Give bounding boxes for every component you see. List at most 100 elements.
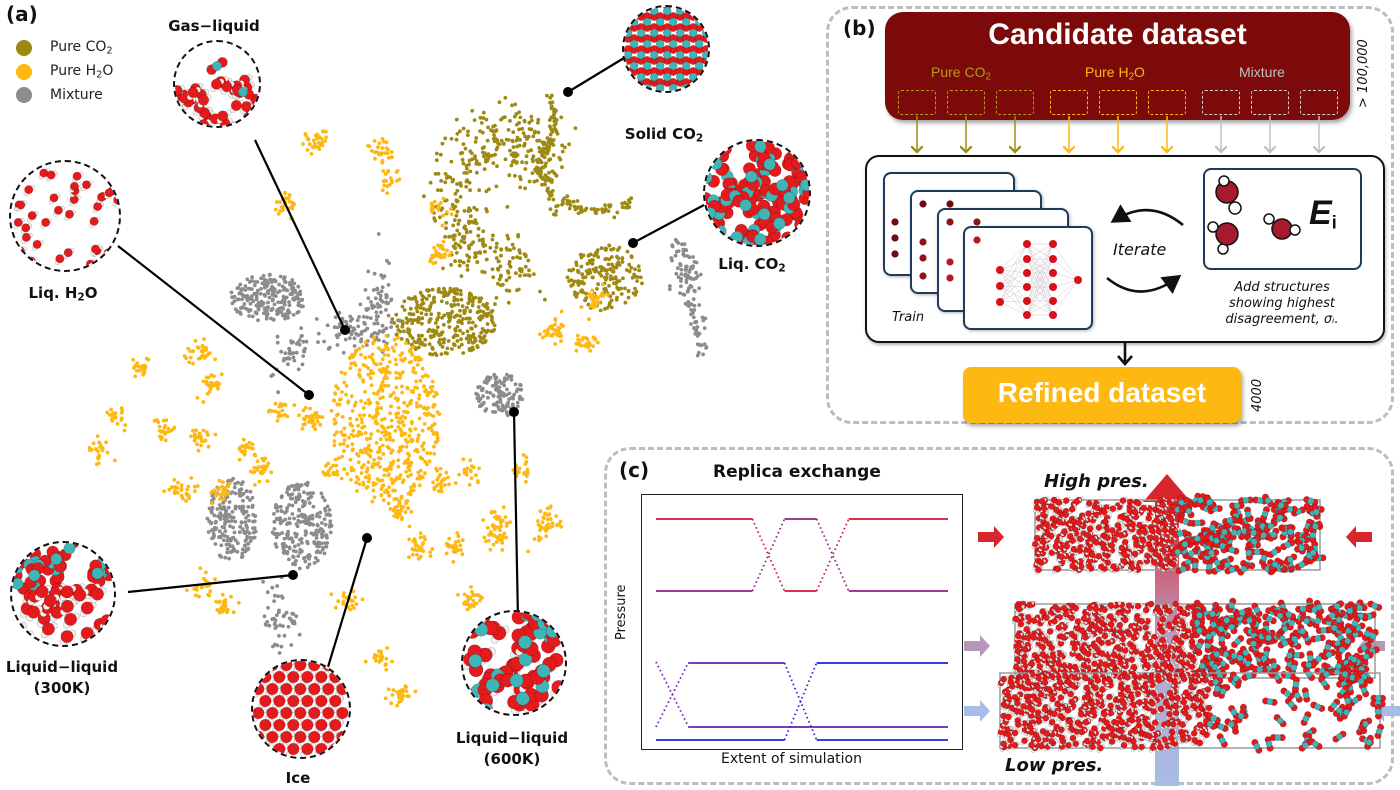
point-pure-co2	[572, 290, 577, 295]
point-pure-co2	[579, 264, 584, 269]
point-mixture	[269, 308, 274, 313]
point-pure-h2o	[131, 357, 136, 362]
point-mixture	[325, 504, 330, 509]
point-pure-co2	[503, 95, 508, 100]
point-pure-co2	[455, 131, 460, 136]
point-pure-co2	[513, 173, 517, 178]
point-pure-co2	[467, 320, 471, 325]
point-pure-co2	[439, 331, 444, 335]
point-pure-h2o	[186, 484, 191, 489]
point-pure-h2o	[323, 138, 328, 143]
point-pure-h2o	[439, 485, 444, 490]
point-pure-co2	[460, 321, 464, 326]
point-pure-h2o	[205, 353, 209, 358]
point-mixture	[328, 519, 333, 524]
point-pure-co2	[594, 266, 598, 271]
point-pure-h2o	[496, 525, 501, 530]
point-pure-h2o	[525, 474, 529, 478]
point-pure-h2o	[576, 337, 580, 342]
point-pure-co2	[465, 166, 469, 171]
point-pure-h2o	[189, 434, 193, 439]
point-mixture	[287, 348, 292, 353]
point-pure-co2	[476, 233, 481, 238]
point-mixture	[286, 493, 291, 497]
sampling-arrows	[885, 116, 1355, 158]
point-pure-h2o	[312, 141, 317, 146]
point-pure-h2o	[574, 348, 579, 353]
point-pure-h2o	[586, 345, 590, 350]
point-pure-co2	[565, 198, 570, 203]
point-pure-h2o	[354, 417, 359, 422]
point-pure-h2o	[184, 499, 189, 503]
point-pure-co2	[461, 142, 466, 147]
point-pure-h2o	[329, 408, 334, 413]
point-mixture	[507, 391, 512, 396]
point-pure-h2o	[395, 398, 400, 403]
point-mixture	[291, 313, 296, 317]
point-pure-h2o	[122, 428, 127, 433]
point-pure-h2o	[574, 341, 579, 346]
point-pure-co2	[565, 194, 570, 199]
point-pure-h2o	[278, 200, 282, 205]
point-mixture	[684, 280, 689, 285]
point-mixture	[362, 320, 367, 325]
point-mixture	[319, 491, 324, 496]
point-mixture	[285, 551, 290, 556]
point-pure-co2	[468, 229, 473, 234]
point-pure-h2o	[398, 473, 403, 477]
point-mixture	[287, 356, 292, 361]
point-pure-h2o	[200, 353, 205, 358]
point-mixture	[248, 489, 253, 494]
point-pure-h2o	[535, 519, 540, 523]
point-mixture	[302, 503, 307, 507]
point-pure-co2	[549, 192, 554, 197]
point-mixture	[256, 306, 261, 310]
point-pure-h2o	[348, 607, 353, 612]
point-pure-h2o	[350, 442, 355, 447]
point-mixture	[296, 300, 301, 305]
point-mixture	[290, 292, 294, 297]
point-mixture	[364, 307, 369, 312]
point-pure-h2o	[379, 370, 384, 375]
point-pure-h2o	[402, 461, 407, 465]
point-pure-co2	[526, 258, 531, 263]
point-pure-h2o	[220, 609, 225, 614]
point-pure-h2o	[541, 335, 545, 340]
point-mixture	[689, 312, 693, 317]
energy-symbol: E	[1309, 194, 1332, 232]
point-pure-h2o	[360, 597, 365, 602]
point-mixture	[381, 330, 385, 334]
point-mixture	[328, 513, 332, 518]
point-mixture	[280, 313, 285, 318]
point-pure-co2	[562, 196, 567, 201]
point-mixture	[689, 284, 694, 289]
point-mixture	[307, 501, 312, 505]
point-pure-h2o	[324, 464, 328, 468]
point-mixture	[210, 505, 215, 510]
point-pure-h2o	[353, 348, 358, 353]
point-pure-h2o	[331, 398, 336, 403]
point-pure-h2o	[252, 465, 257, 470]
point-pure-co2	[445, 346, 450, 351]
point-pure-h2o	[306, 137, 311, 142]
point-pure-co2	[481, 309, 486, 314]
point-mixture	[496, 387, 501, 392]
candidate-subset-box	[1050, 90, 1088, 115]
point-pure-co2	[630, 275, 635, 280]
point-pure-h2o	[396, 411, 401, 416]
point-pure-co2	[457, 259, 462, 264]
candidate-subset-box	[947, 90, 985, 115]
point-pure-co2	[402, 299, 407, 304]
point-pure-co2	[504, 278, 509, 283]
point-mixture	[206, 530, 211, 534]
point-pure-h2o	[399, 494, 404, 499]
point-pure-h2o	[363, 431, 368, 435]
point-pure-h2o	[340, 454, 344, 459]
point-pure-co2	[594, 252, 598, 257]
point-mixture	[218, 517, 223, 521]
refined-dataset-box: Refined dataset	[963, 367, 1241, 423]
point-mixture	[335, 343, 340, 347]
point-pure-h2o	[431, 432, 436, 436]
point-pure-co2	[459, 297, 464, 302]
point-mixture	[240, 297, 245, 302]
